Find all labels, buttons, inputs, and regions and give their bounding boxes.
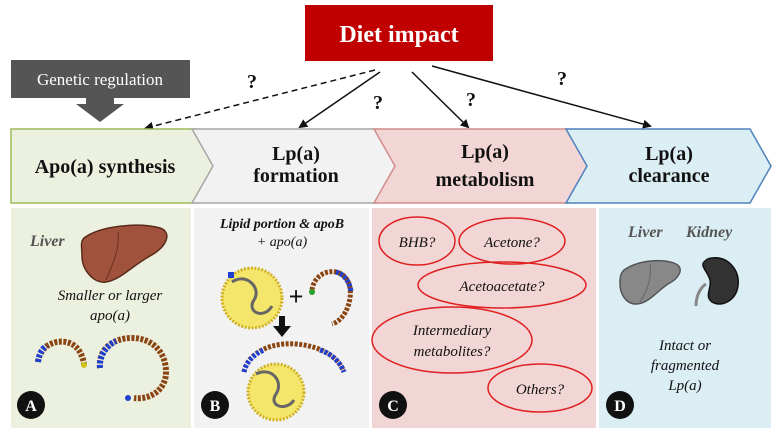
gray-liver-icon xyxy=(619,259,681,305)
question-mark-clearance: ? xyxy=(557,68,567,90)
question-mark-formation: ? xyxy=(373,92,383,114)
panel-a-desc-line2: apo(a) xyxy=(90,308,130,324)
svg-text:Intermediary: Intermediary xyxy=(412,323,492,339)
arrow-to-metabolism xyxy=(411,71,470,129)
stage-synthesis-label: Apo(a) synthesis xyxy=(35,156,176,178)
svg-text:Others?: Others? xyxy=(516,382,565,398)
svg-text:metabolites?: metabolites? xyxy=(414,344,491,360)
panel-d-kidney-label: Kidney xyxy=(685,224,733,241)
panel-b-plus: + xyxy=(289,282,304,311)
panel-d-desc-line3: Lp(a) xyxy=(667,378,701,394)
panel-a-letter: A xyxy=(25,398,37,415)
kidney-icon xyxy=(694,257,739,307)
panel-a-desc-line1: Smaller or larger xyxy=(58,288,163,304)
panel-b-title: Lipid portion & apoB xyxy=(219,217,344,232)
stage-formation-line2: formation xyxy=(253,165,339,187)
stage-metabolism-line2: metabolism xyxy=(436,169,535,191)
arrow-to-clearance xyxy=(431,65,652,129)
panel-c-letter: C xyxy=(387,398,399,415)
stage-clearance-line1: Lp(a) xyxy=(645,143,693,165)
panel-a-liver-label: Liver xyxy=(29,233,65,250)
metabolite-others: Others? xyxy=(487,363,593,413)
lpa-particle xyxy=(241,341,347,422)
question-mark-synthesis: ? xyxy=(247,71,257,93)
lipoprotein-particle xyxy=(220,266,284,330)
panel-a-badge xyxy=(17,391,45,419)
metabolite-intermediary: Intermediary metabolites? xyxy=(371,306,533,374)
panel-c xyxy=(372,208,596,428)
diet-impact-box xyxy=(305,5,493,61)
panel-b-badge xyxy=(201,391,229,419)
svg-text:Acetoacetate?: Acetoacetate? xyxy=(459,279,545,295)
panel-b-subtitle: + apo(a) xyxy=(257,235,308,250)
stage-metabolism-line1: Lp(a) xyxy=(461,141,509,163)
genetic-regulation-box xyxy=(11,60,190,98)
free-apoa-chain xyxy=(309,269,354,327)
panel-d-liver-label: Liver xyxy=(627,224,663,241)
stage-clearance-line2: clearance xyxy=(628,165,709,187)
metabolite-acetone: Acetone? xyxy=(458,217,566,265)
genetic-regulation-label: Genetic regulation xyxy=(37,70,164,89)
panel-d-desc-line2: fragmented xyxy=(651,358,720,374)
panel-d-badge xyxy=(606,391,634,419)
svg-text:Acetone?: Acetone? xyxy=(483,235,540,251)
diet-impact-title: Diet impact xyxy=(339,22,458,48)
svg-text:BHB?: BHB? xyxy=(399,235,436,251)
stage-formation-line1: Lp(a) xyxy=(272,143,320,165)
metabolite-acetoacetate: Acetoacetate? xyxy=(417,261,587,309)
panel-b-letter: B xyxy=(210,398,221,415)
question-mark-metabolism: ? xyxy=(466,89,476,111)
small-apoa-chain xyxy=(35,338,87,368)
assembly-down-arrow xyxy=(273,316,291,337)
large-apoa-chain xyxy=(96,334,170,402)
metabolite-bhb: BHB? xyxy=(378,216,456,266)
panel-d xyxy=(599,208,771,428)
genetic-down-arrow xyxy=(76,98,124,122)
stage-lpa-clearance xyxy=(564,128,772,204)
panel-c-badge xyxy=(379,391,407,419)
liver-icon xyxy=(80,224,168,283)
arrow-to-formation xyxy=(298,71,381,129)
panel-d-letter: D xyxy=(614,398,626,415)
panel-d-desc-line1: Intact or xyxy=(658,338,711,354)
